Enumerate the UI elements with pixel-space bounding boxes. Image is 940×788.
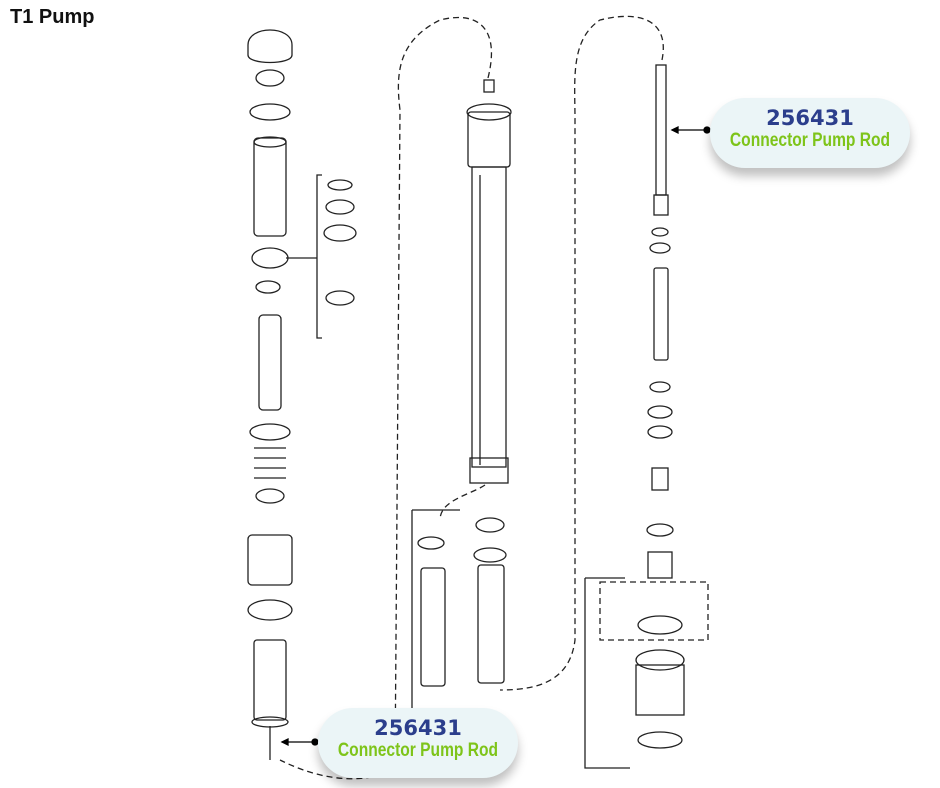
dashed-guide-line <box>499 15 664 691</box>
left-column-parts <box>247 29 357 760</box>
part-label: Connector Pump Rod <box>337 740 499 761</box>
dashed-guide-line <box>439 484 486 521</box>
part-number: 256431 <box>374 716 462 740</box>
dashed-guide-line <box>279 16 493 780</box>
callout-leaders <box>280 125 711 747</box>
callout-connector-pump-rod-bottom: 256431 Connector Pump Rod <box>318 708 518 778</box>
part-number: 256431 <box>766 106 854 130</box>
page-title: T1 Pump <box>10 6 95 28</box>
part-label: Connector Pump Rod <box>729 130 891 151</box>
callout-connector-pump-rod-top: 256431 Connector Pump Rod <box>710 98 910 168</box>
center-column-parts <box>411 79 512 770</box>
right-column-parts <box>584 64 709 769</box>
